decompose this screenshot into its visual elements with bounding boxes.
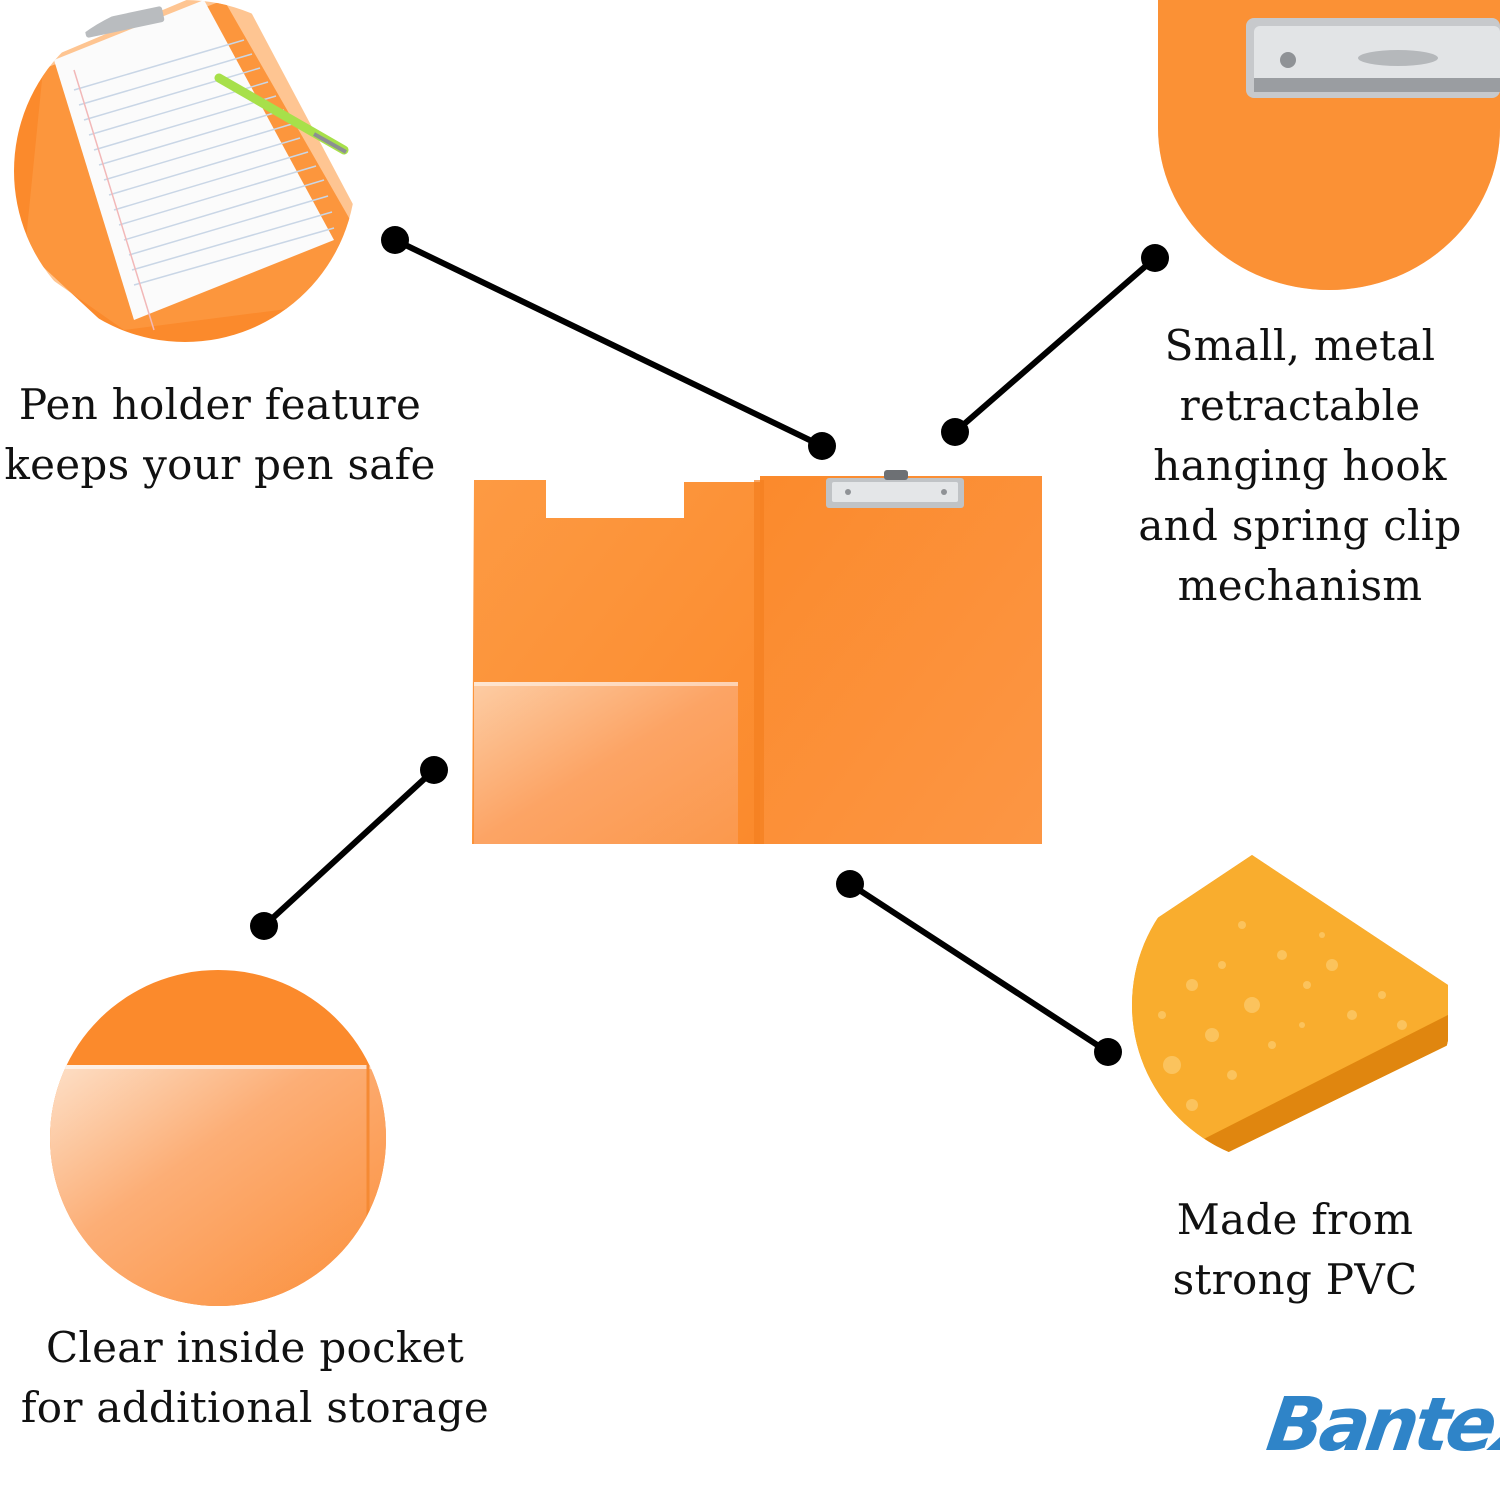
pen-holder-line-2: keeps your pen safe — [4, 440, 436, 489]
pvc-line-2: strong PVC — [1172, 1255, 1418, 1304]
bantex-logo: Bantex — [1261, 1382, 1500, 1468]
pen-holder-line-1: Pen holder feature — [18, 380, 422, 429]
clip-feature-text: Small, metal retractable hanging hook an… — [1120, 316, 1480, 616]
clipboard-folder-image — [472, 470, 1042, 844]
pocket-detail-image — [50, 970, 386, 1306]
pen-holder-feature-text: Pen holder feature keeps your pen safe — [0, 375, 440, 495]
pocket-line-2: for additional storage — [20, 1383, 490, 1432]
clip-line-5: mechanism — [1177, 561, 1423, 610]
clip-line-1: Small, metal — [1164, 321, 1436, 370]
connector-clip — [941, 244, 1169, 446]
clip-line-2: retractable — [1179, 381, 1421, 430]
pen-holder-detail-image — [14, 0, 356, 342]
pvc-feature-text: Made from strong PVC — [1140, 1190, 1450, 1310]
connector-pocket — [250, 756, 448, 940]
clip-detail-image — [1158, 0, 1500, 290]
clip-line-4: and spring clip — [1138, 501, 1462, 550]
pocket-feature-text: Clear inside pocket for additional stora… — [10, 1318, 500, 1438]
pvc-detail-image — [1132, 845, 1452, 1165]
connector-pen — [381, 226, 836, 460]
pocket-line-1: Clear inside pocket — [45, 1323, 465, 1372]
pvc-line-1: Made from — [1176, 1195, 1414, 1244]
clip-line-3: hanging hook — [1153, 441, 1447, 490]
connector-pvc — [836, 870, 1122, 1066]
